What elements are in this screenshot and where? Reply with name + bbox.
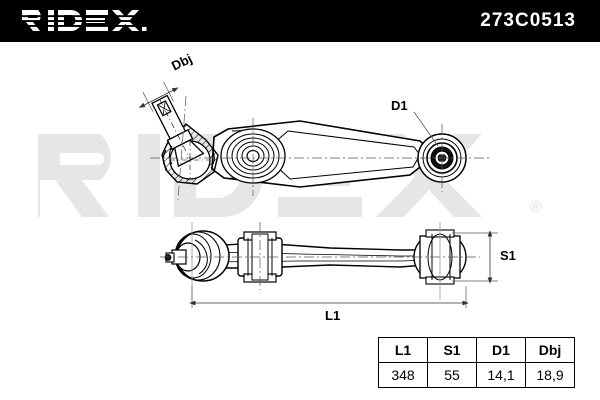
callout-label-s1: S1 xyxy=(500,248,516,263)
ridex-logo xyxy=(16,9,152,33)
side-centre-bushing xyxy=(237,231,283,283)
l1-dimension xyxy=(189,286,469,308)
callout-label-d1: D1 xyxy=(391,98,408,113)
top-view-drawing xyxy=(138,81,490,201)
part-number: 273C0513 xyxy=(480,10,576,31)
spec-value-s1: 55 xyxy=(427,362,477,388)
side-view-drawing xyxy=(160,222,498,308)
callout-label-l1: L1 xyxy=(325,308,341,323)
spec-header-d1: D1 xyxy=(476,337,526,363)
watermark: ® xyxy=(18,128,568,224)
spec-header-l1: L1 xyxy=(378,337,428,363)
spec-value-dbj: 18,9 xyxy=(525,362,575,388)
spec-table-header-row: L1 S1 D1 Dbj xyxy=(378,337,575,363)
spec-header-s1: S1 xyxy=(427,337,477,363)
centre-bushing xyxy=(220,128,286,184)
spec-value-l1: 348 xyxy=(378,362,428,388)
d1-leader-line xyxy=(413,111,439,147)
side-ball-joint xyxy=(164,230,230,282)
ball-joint-assembly xyxy=(151,94,219,185)
spec-value-d1: 14,1 xyxy=(476,362,526,388)
s1-dimension xyxy=(452,230,498,284)
registered-mark: ® xyxy=(530,199,542,216)
spec-table-value-row: 348 55 14,1 18,9 xyxy=(378,362,575,388)
spec-header-dbj: Dbj xyxy=(525,337,575,363)
side-end-bushing xyxy=(413,229,467,285)
callout-label-dbj: Dbj xyxy=(169,50,195,74)
header-bar: 273C0513 xyxy=(0,0,600,42)
end-bushing xyxy=(417,133,467,183)
spec-table: L1 S1 D1 Dbj 348 55 14,1 18,9 xyxy=(378,337,575,388)
dbj-dimension xyxy=(138,81,179,112)
